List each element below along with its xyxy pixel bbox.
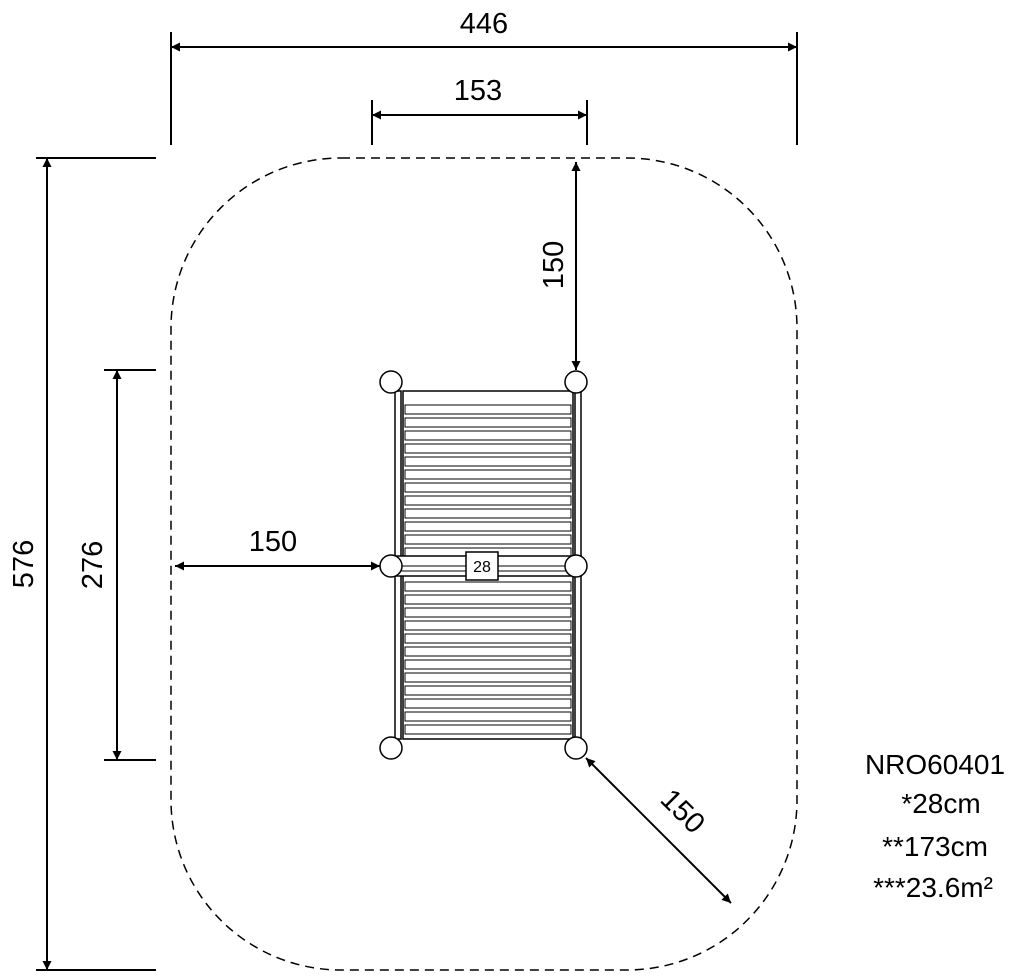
center-tag-box [465, 551, 499, 581]
platform-slat [404, 607, 572, 618]
dimension-corner-clearance-label: 150 [654, 783, 711, 840]
platform-slat [404, 659, 572, 670]
platform-slat [404, 469, 572, 480]
platform-slat [404, 620, 572, 631]
platform-slat [404, 456, 572, 467]
safety-zone-outline [170, 157, 798, 971]
platform-slat [404, 646, 572, 657]
dimension-post-spacing-width-label: 153 [454, 75, 502, 107]
post-bottom-right [564, 736, 588, 760]
dimension-corner-clearance: 150 [585, 757, 732, 904]
dimension-post-spacing-width: 153 [371, 75, 588, 145]
platform-slat [404, 724, 572, 735]
platform-slat [404, 711, 572, 722]
platform-slat [404, 672, 572, 683]
platform-slat [404, 534, 572, 545]
platform-slat [404, 698, 572, 709]
dimension-top-clearance: 150 [538, 162, 581, 370]
post-top-left [379, 370, 403, 394]
dimension-post-spacing-length-label: 276 [77, 541, 109, 589]
dimension-post-spacing-length: 276 [77, 369, 156, 761]
dimension-overall-width: 446 [170, 8, 798, 145]
dimension-top-clearance-label: 150 [538, 241, 570, 289]
platform-slat [404, 443, 572, 454]
platform-slat [404, 594, 572, 605]
platform-slat [404, 430, 572, 441]
center-tag-label: 28 [473, 559, 491, 576]
platform-slat [404, 508, 572, 519]
spec-block: NRO60401 *28cm **173cm ***23.6m² [865, 749, 1005, 903]
post-middle-left [379, 554, 403, 578]
dimension-left-clearance-label: 150 [249, 526, 297, 558]
platform-height: *28cm [901, 788, 980, 819]
platform-slat [404, 404, 572, 415]
post-bottom-left [379, 736, 403, 760]
post-top-right [564, 370, 588, 394]
platform-slat [404, 482, 572, 493]
platform-slat [404, 521, 572, 532]
platform-slat [404, 581, 572, 592]
dimension-overall-length: 576 [8, 157, 156, 971]
dimension-overall-width-label: 446 [460, 8, 508, 40]
product-code: NRO60401 [865, 749, 1005, 780]
dimension-overall-length-label: 576 [8, 540, 40, 588]
platform-slat [404, 495, 572, 506]
post-middle-right [564, 554, 588, 578]
free-fall-height: **173cm [882, 831, 988, 862]
impact-area: ***23.6m² [873, 872, 993, 903]
platform-slat [404, 685, 572, 696]
platform-slat [404, 417, 572, 428]
platform-equipment: 28 [379, 370, 588, 760]
dimension-left-clearance: 150 [175, 526, 380, 571]
platform-slat [404, 633, 572, 644]
